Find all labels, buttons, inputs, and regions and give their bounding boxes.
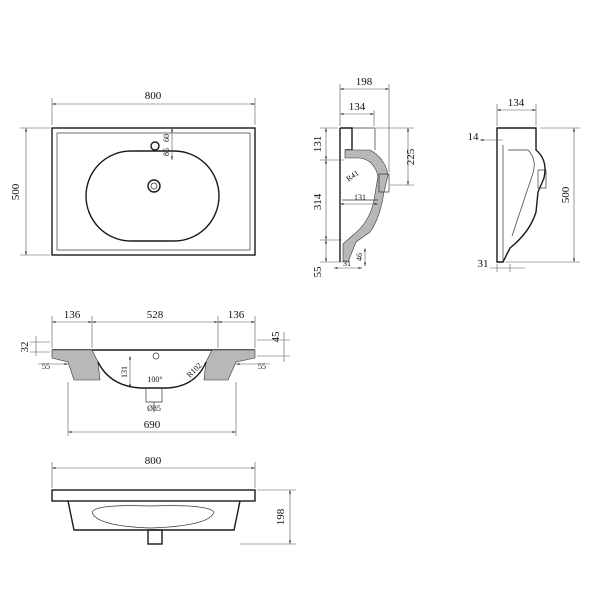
- tap-hole: [150, 141, 160, 151]
- side-foot-w-label: 31: [343, 259, 351, 268]
- section-right-label: 136: [228, 309, 245, 321]
- section-left-h-label: 32: [19, 342, 31, 353]
- side-view: 198 134 131 314 55 225 R41 131 31 46: [312, 76, 417, 278]
- front-width-label: 800: [145, 455, 162, 467]
- side-radius-label: R41: [345, 168, 361, 183]
- right-depth-label: 134: [508, 97, 525, 109]
- section-view: 136 528 136 32 55 45 55 131 100° R102 Ø8…: [19, 309, 290, 436]
- section-drain: [145, 388, 163, 403]
- hole-dim-a: 60: [162, 134, 171, 142]
- top-view-outline: [51, 127, 256, 256]
- front-basin-curve: [91, 505, 215, 529]
- side-depth-label: 198: [356, 76, 373, 88]
- side-upper-label: 134: [349, 101, 366, 113]
- front-height-label: 198: [275, 508, 287, 525]
- section-bottom-label: 690: [144, 419, 161, 431]
- section-middle-label: 528: [147, 309, 164, 321]
- side-lower-label: 314: [312, 193, 324, 210]
- drain-hole: [147, 179, 161, 193]
- section-left-lip: [51, 349, 101, 381]
- side-inner-label: 131: [354, 193, 366, 202]
- section-angle-label: 100°: [147, 375, 162, 384]
- front-drain: [147, 529, 163, 545]
- section-depth-label: 131: [120, 366, 129, 378]
- right-lip-label: 14: [468, 131, 480, 143]
- drain-hole-inner: [150, 182, 158, 190]
- right-foot-label: 31: [478, 258, 489, 270]
- section-radius-label: R102: [185, 361, 204, 380]
- section-left-side-label: 55: [42, 362, 50, 371]
- section-basin: [97, 361, 207, 389]
- top-view-basin: [85, 150, 220, 242]
- side-drop-label: 225: [405, 148, 417, 165]
- side-basin-section: [342, 149, 389, 263]
- right-height-label: 500: [560, 186, 572, 203]
- hole-dim-b: 85: [162, 148, 171, 156]
- section-drain-label: Ø85: [147, 404, 161, 413]
- side-foot-h-label: 46: [355, 253, 364, 261]
- front-view: 800 198: [51, 455, 296, 545]
- section-left-label: 136: [64, 309, 81, 321]
- top-width-label: 800: [145, 90, 162, 102]
- right-view: 134 14 500 31: [468, 97, 580, 272]
- top-view: 800 500 60 85: [10, 90, 256, 256]
- section-right-h-label: 45: [270, 331, 282, 343]
- top-view-inner-rim: [56, 132, 251, 251]
- section-right-lip: [203, 349, 256, 381]
- right-profile: [496, 127, 546, 263]
- side-top-label: 131: [312, 136, 324, 153]
- section-right-side-label: 55: [258, 362, 266, 371]
- top-height-label: 500: [10, 183, 22, 200]
- front-top-slab: [51, 489, 256, 502]
- side-base-label: 55: [312, 266, 324, 278]
